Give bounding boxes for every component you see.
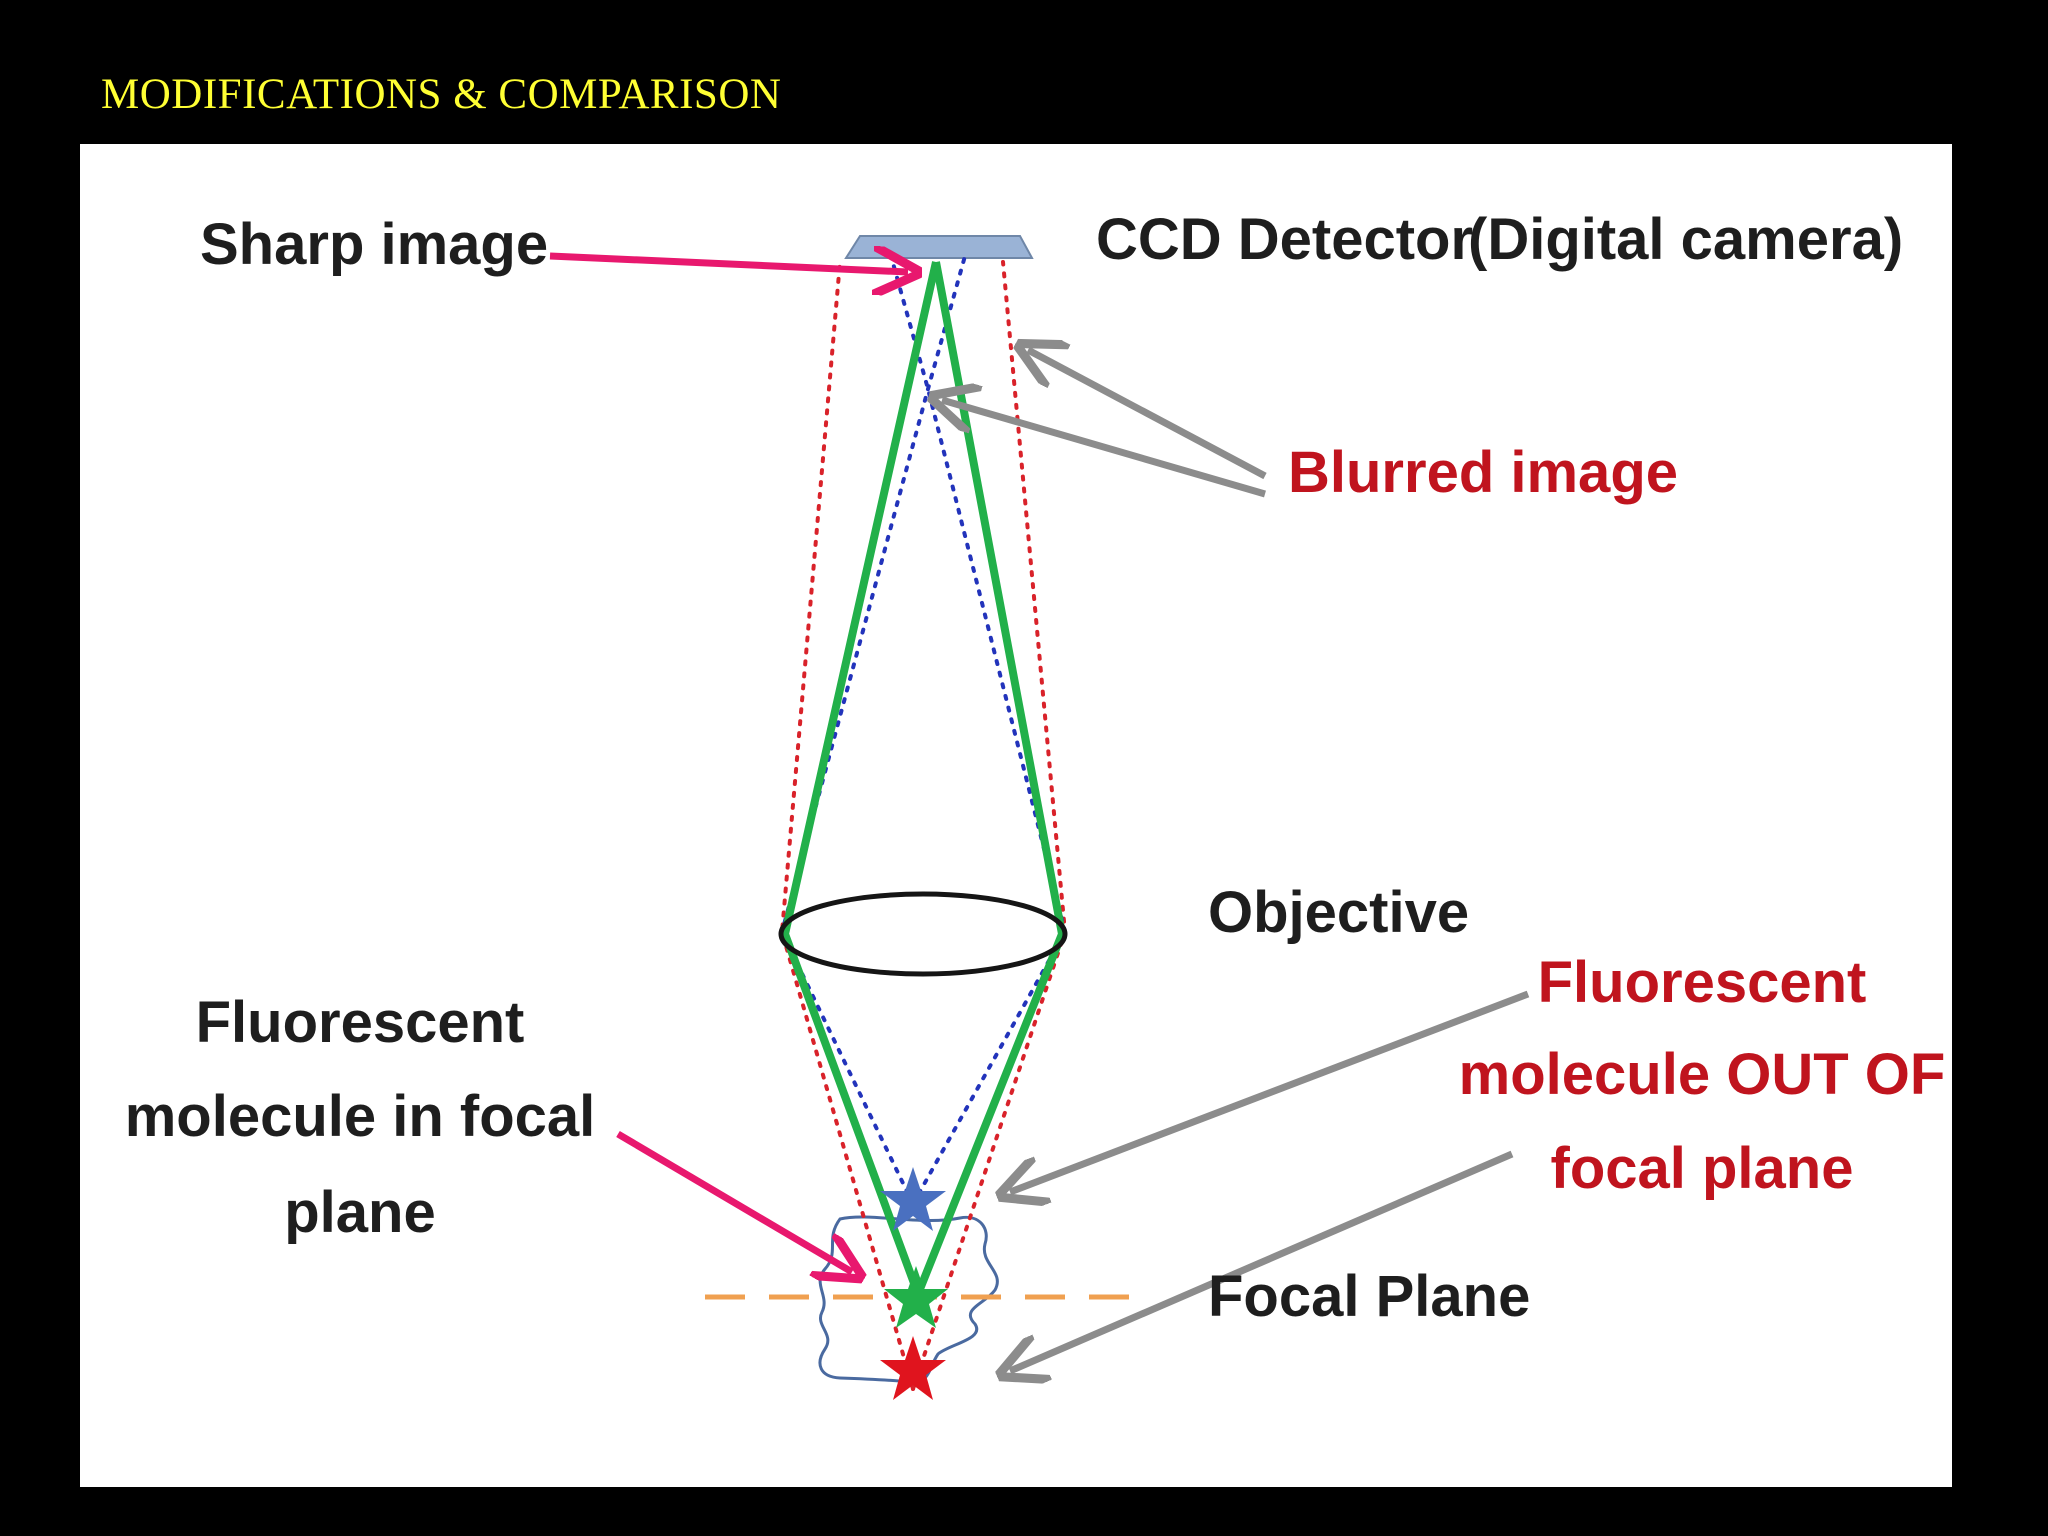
- ccd-detector-icon: [844, 235, 1034, 259]
- in-focus-molecule-label-line-2: molecule in focal: [125, 1084, 596, 1149]
- out-of-focus-molecule-label-line-1: Fluorescent: [1538, 950, 1867, 1015]
- objective-label: Objective: [1208, 880, 1469, 945]
- blue-star-icon: [880, 1167, 946, 1231]
- out-of-focus-molecule-label-line-3: focal plane: [1551, 1136, 1854, 1201]
- objective-lens: [778, 891, 1068, 977]
- microscope-diagram: Sharp image CCD Detector (Digital camera…: [125, 207, 1946, 1400]
- in-focus-rays: [781, 261, 1066, 1296]
- green-star-icon: [884, 1266, 948, 1328]
- digital-camera-label: (Digital camera): [1468, 207, 1903, 272]
- diagram-panel: Sharp image CCD Detector (Digital camera…: [80, 144, 1952, 1487]
- blurred-image-label: Blurred image: [1288, 440, 1678, 505]
- in-focus-molecule-label-line-1: Fluorescent: [196, 990, 525, 1055]
- out-of-focus-molecule-label-line-2: molecule OUT OF: [1459, 1042, 1946, 1107]
- in-focus-molecule-label-line-3: plane: [284, 1180, 436, 1245]
- blurred-image-arrow-outer: [1028, 350, 1267, 480]
- above-focus-rays: [779, 254, 1068, 1206]
- slide-title: MODIFICATIONS & COMPARISON: [101, 71, 782, 118]
- sharp-image-arrow: [549, 256, 908, 272]
- red-star-icon: [880, 1336, 946, 1400]
- in-focus-molecule-arrow: [616, 1130, 852, 1272]
- ccd-detector-label: CCD Detector: [1096, 207, 1473, 272]
- out-of-focus-arrow-lower: [1010, 1150, 1514, 1371]
- focal-plane-label: Focal Plane: [1208, 1264, 1530, 1329]
- blurred-image-arrow-inner: [942, 400, 1266, 498]
- out-of-focus-arrow-upper: [1010, 990, 1530, 1192]
- sharp-image-label: Sharp image: [200, 212, 548, 277]
